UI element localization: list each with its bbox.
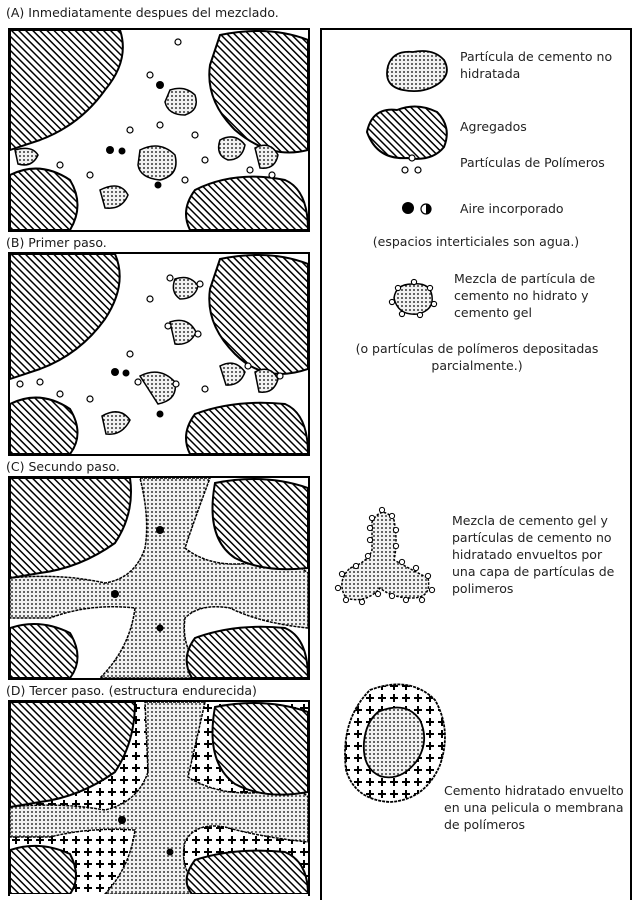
cement-particle [254,368,279,393]
polymer-particles-icon [401,154,422,174]
aggregate [185,401,308,454]
cement-particle [138,371,177,405]
panel-a-title: (A) Inmediatamente despues del mezclado. [6,5,279,20]
panel-b-illustration [10,254,308,454]
cement-particle [164,87,197,116]
cement-particle [99,185,129,209]
legend-water-note: (espacios interticiales son agua.) [372,234,580,249]
legend-mix-gel: Mezcla de partícula de cemento no hidrat… [454,271,596,320]
entrained-air-icon [402,202,432,215]
mix-enveloped-icon [334,506,436,606]
panel-c-illustration [10,478,308,678]
panel-a-illustration [10,30,308,230]
aggregate-icon [365,105,448,160]
aggregate [10,30,124,152]
cement-particle [14,147,39,166]
polymer-particles [16,274,284,403]
air-bubbles [111,526,164,632]
cement-particle [137,145,177,181]
legend-cement-particle: Partícula de cemento no hidratada [460,49,613,81]
panel-c [8,476,310,680]
hydrated-gel [10,702,308,894]
legend-entrained-air: Aire incorporado [460,201,564,216]
hydrated-cement-icon [344,683,446,803]
panel-a [8,28,310,232]
air-bubbles [118,816,174,856]
cement-particle-icon [386,50,448,93]
aggregate [10,702,137,809]
panel-d-illustration [10,702,308,894]
legend-aggregates: Agregados [460,119,527,134]
mix-gel-icon [388,278,438,319]
aggregate [10,167,79,230]
panel-d-title: (D) Tercer paso. (estructura endurecida) [6,683,257,698]
aggregate [10,478,132,580]
air-bubbles [106,81,164,189]
aggregate [211,478,308,571]
aggregate [10,396,79,454]
legend-panel: Partícula de cemento no hidratada Agrega… [320,28,632,900]
cement-particle [101,411,131,435]
panel-d [8,700,310,896]
legend-partial-note: (o partículas de polímeros depositadas p… [355,341,599,373]
aggregate [10,254,121,381]
aggregate [10,844,77,894]
panel-c-title: (C) Secundo paso. [6,459,120,474]
aggregate [208,30,308,154]
cement-particle [172,276,199,300]
cement-particle [169,319,197,345]
aggregate [211,702,308,796]
aggregate [185,849,308,894]
cement-particle [254,144,279,169]
aggregate [185,175,308,230]
legend-polymer-particles: Partículas de Polímeros [460,155,605,170]
air-bubbles [111,368,164,418]
aggregate [185,625,308,678]
polymer-particles [56,38,276,184]
cement-particle [219,362,246,386]
legend-mix-enveloped: Mezcla de cemento gel y partículas de ce… [452,513,615,596]
aggregate [10,623,79,678]
panel-b-title: (B) Primer paso. [6,235,107,250]
panel-b [8,252,310,456]
aggregate [208,254,308,375]
cement-particle [217,136,246,161]
legend-hydrated: Cemento hidratado envuelto en una pelicu… [444,783,624,832]
